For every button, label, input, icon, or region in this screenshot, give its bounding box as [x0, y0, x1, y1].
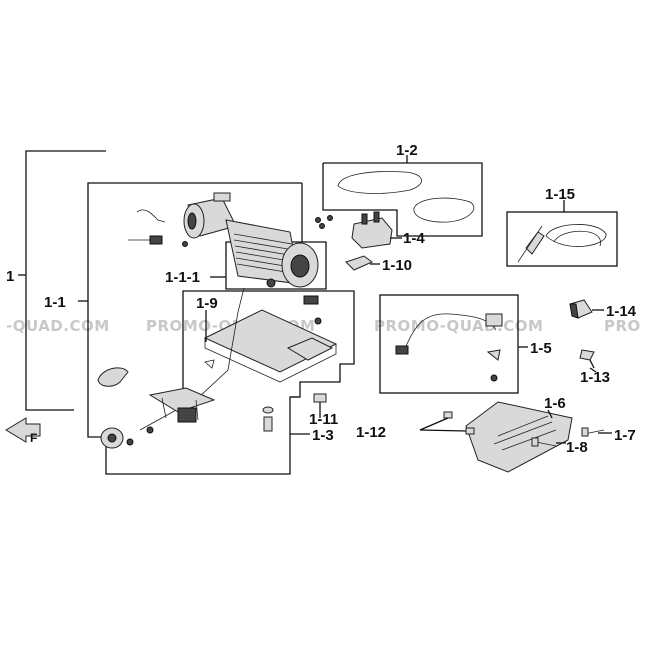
contactor-1-4 — [315, 211, 402, 249]
part-labels: 1 1-1 1-1-1 1-2 1-3 1-4 1-5 1-6 1-7 1-8 … — [6, 142, 637, 456]
box-group-1-15 — [506, 200, 618, 267]
bolt-1-8 — [531, 437, 557, 447]
winch-motor — [183, 192, 319, 288]
box-group-1-1-1 — [210, 241, 327, 290]
switch-1-14 — [569, 299, 604, 319]
bracket-1-10 — [345, 255, 380, 271]
hook-strap — [128, 209, 188, 247]
label-1-3: 1-3 — [312, 427, 334, 444]
watermark-layer: -QUAD.COM PROMO-QUAD.COM PROMO-QUAD.COM … — [6, 317, 641, 335]
label-1-9: 1-9 — [196, 295, 218, 312]
watermark-text: PRO — [604, 317, 641, 335]
box-group-1-5 — [379, 294, 528, 394]
bolt-1-11 — [262, 393, 327, 432]
front-mark-label: F — [30, 431, 37, 445]
watermark-text: -QUAD.COM — [6, 317, 110, 335]
box-group-1-1 — [78, 182, 303, 475]
winch-cable-and-hook — [97, 287, 245, 449]
label-1-2: 1-2 — [396, 142, 418, 159]
clip-1-13 — [579, 349, 595, 369]
label-1-4: 1-4 — [403, 230, 425, 247]
label-1-11: 1-11 — [309, 411, 338, 428]
label-1-13: 1-13 — [580, 369, 610, 386]
mounting-plate — [203, 295, 338, 383]
label-1-5: 1-5 — [530, 340, 552, 357]
leader-lines — [205, 310, 612, 444]
bracket-group-1 — [18, 150, 106, 411]
front-arrow-icon: F — [5, 417, 41, 445]
box-group-1-3 — [182, 290, 355, 435]
skid-plate-1-6 — [465, 401, 573, 473]
label-1-10: 1-10 — [382, 257, 412, 274]
label-1-8: 1-8 — [566, 439, 588, 456]
bolt-1-7 — [581, 427, 605, 437]
label-1-1: 1-1 — [44, 294, 66, 311]
label-1-14: 1-14 — [606, 303, 637, 320]
box-group-1-2 — [322, 155, 483, 237]
harness-1-15 — [517, 224, 607, 263]
label-1-1-1: 1-1-1 — [165, 269, 200, 286]
cable-harness-1-2 — [337, 171, 475, 223]
label-1: 1 — [6, 268, 14, 285]
label-1-15: 1-15 — [545, 186, 575, 203]
label-1-7: 1-7 — [614, 427, 636, 444]
switch-harness-1-5 — [395, 313, 503, 382]
label-1-12: 1-12 — [356, 424, 386, 441]
label-1-6: 1-6 — [544, 395, 566, 412]
